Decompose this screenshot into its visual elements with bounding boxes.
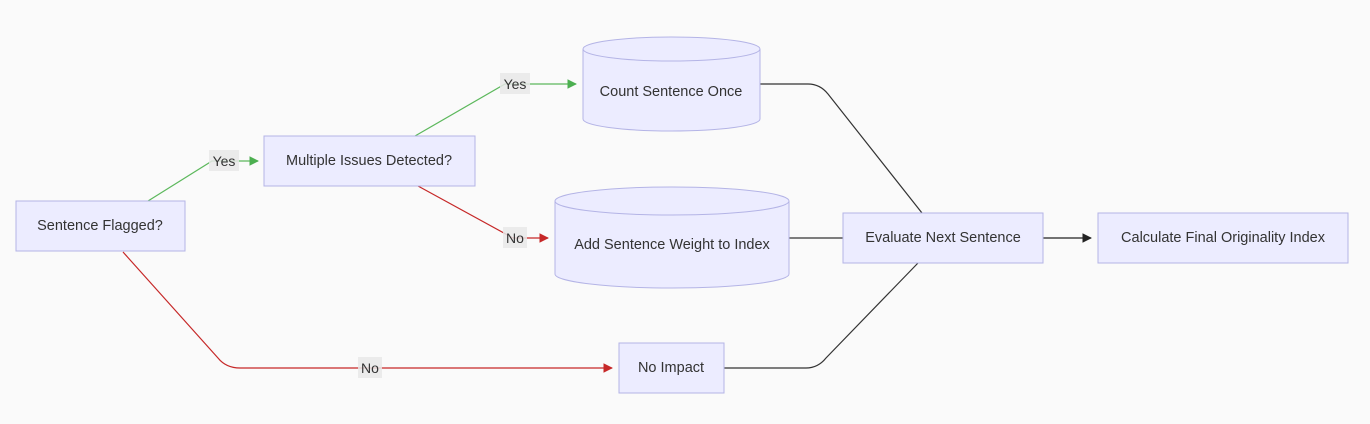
edge-count-to-evaluate [760, 83, 923, 214]
edge-flagged-yes [147, 156, 259, 202]
edge-label-flagged-yes: Yes [209, 150, 239, 171]
node-count-sentence-once[interactable]: Count Sentence Once [582, 36, 761, 132]
node-add-sentence-weight[interactable]: Add Sentence Weight to Index [554, 186, 790, 289]
node-sentence-flagged-label: Sentence Flagged? [37, 218, 163, 234]
node-evaluate-next-sentence[interactable]: Evaluate Next Sentence [842, 212, 1044, 264]
node-add-sentence-weight-label: Add Sentence Weight to Index [574, 237, 770, 253]
node-no-impact[interactable]: No Impact [618, 342, 725, 394]
edge-label-multiple-no-text: No [506, 230, 524, 246]
node-calculate-final-index[interactable]: Calculate Final Originality Index [1097, 212, 1349, 264]
edge-label-flagged-no-text: No [361, 360, 379, 376]
node-multiple-issues[interactable]: Multiple Issues Detected? [263, 135, 476, 187]
edge-label-multiple-yes-text: Yes [504, 76, 527, 92]
edge-noimpact-to-evaluate [724, 262, 919, 369]
edge-multiple-yes [414, 79, 577, 137]
node-sentence-flagged[interactable]: Sentence Flagged? [15, 200, 186, 252]
edge-multiple-no [417, 185, 549, 243]
edge-label-flagged-yes-text: Yes [213, 153, 236, 169]
node-no-impact-label: No Impact [638, 360, 704, 376]
edge-label-flagged-no: No [358, 357, 382, 378]
node-evaluate-next-sentence-label: Evaluate Next Sentence [865, 230, 1021, 246]
edge-label-multiple-no: No [503, 227, 527, 248]
edge-label-multiple-yes: Yes [500, 73, 530, 94]
node-calculate-final-index-label: Calculate Final Originality Index [1121, 230, 1326, 246]
node-multiple-issues-label: Multiple Issues Detected? [286, 153, 452, 169]
edge-flagged-no [122, 251, 613, 373]
node-count-sentence-once-label: Count Sentence Once [600, 84, 743, 100]
